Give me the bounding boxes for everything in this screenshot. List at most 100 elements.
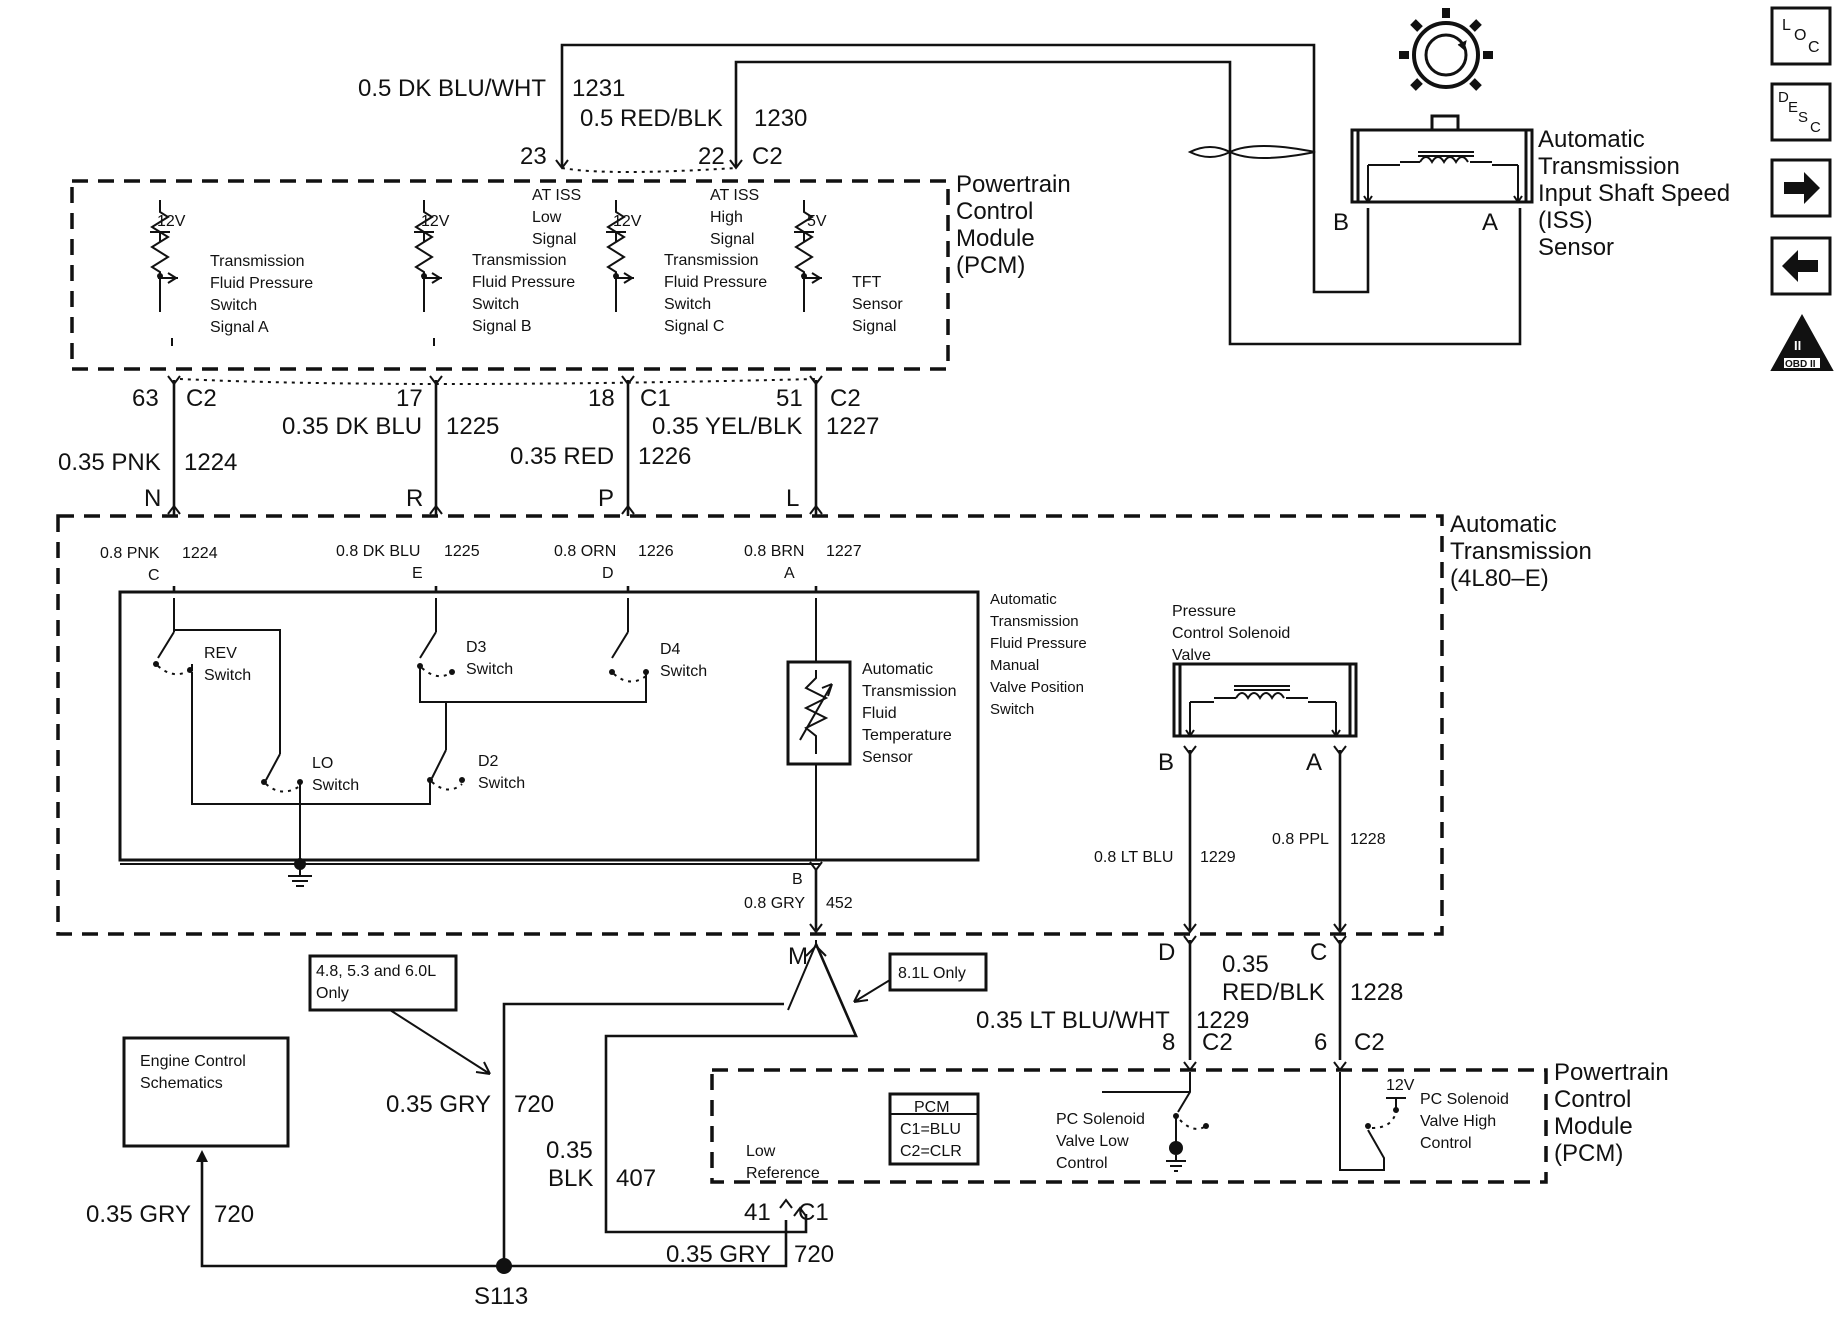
wire-1226-circuit: 1226 [638,443,691,470]
pcm-bottom-title-2: Control [1554,1086,1631,1113]
manual-valve-3: Fluid Pressure [990,635,1087,652]
wire-1231-circuit: 1231 [572,75,625,102]
next-button[interactable] [1770,158,1832,218]
trans-w2-circuit: 1225 [444,543,480,560]
loc-c: C [1808,39,1820,56]
wire-1229b-gauge: 0.35 LT BLU/WHT [976,1007,1170,1034]
pc-pin-b: B [1158,749,1174,776]
iss-sensor[interactable]: B A Automatic Transmission Input Shaft S… [1333,8,1730,261]
v5-tft: 5V [807,213,827,230]
tft-sensor-3: Fluid [862,705,897,722]
v12-a: 12V [157,213,186,230]
iss-high-label-2: High [710,209,743,226]
d3-switch-2: Switch [466,661,513,678]
d2-switch-1: D2 [478,753,499,770]
trans-title-1: Automatic [1450,511,1557,538]
left-arrow-icon [1782,250,1818,282]
d3-switch-1: D3 [466,639,487,656]
pc-high-2: Valve High [1420,1113,1496,1130]
tfp-a-4: Signal A [210,319,269,336]
wire-1228b-gauge2: RED/BLK [1222,979,1325,1006]
engine-control-schematics-box[interactable] [122,1036,290,1148]
trans-w3-circuit: 1226 [638,543,674,560]
conn-c1-41: C1 [798,1199,829,1226]
pin-p: P [598,485,614,512]
wire-1229b-circuit: 1229 [1196,1007,1249,1034]
iss-high-label-3: Signal [710,231,754,248]
pcm-top-title-2: Control [956,198,1033,225]
manual-valve-1: Automatic [990,591,1057,608]
pin-51: 51 [776,385,803,412]
pc-high-1: PC Solenoid [1420,1091,1509,1108]
rev-switch-2: Switch [204,667,251,684]
wire-720a-circuit: 720 [514,1091,554,1118]
iss-wiring [555,43,1522,346]
bottom-wiring [196,940,858,1274]
tft-signal-1: TFT [852,274,882,291]
tfp-c-1: Transmission [664,252,759,269]
pc-solenoid-icon [1172,662,1358,738]
iss-high-label-1: AT ISS [710,187,759,204]
tfp-c-2: Fluid Pressure [664,274,767,291]
lo-switch-1: LO [312,755,333,772]
tfp-b-1: Transmission [472,252,567,269]
pcm-bottom-module[interactable]: Powertrain Control Module (PCM) Low Refe… [710,1059,1669,1184]
wire-1231-gauge: 0.5 DK BLU/WHT [358,75,546,102]
lo-switch-2: Switch [312,777,359,794]
wire-1228-circuit: 1228 [1350,831,1386,848]
prev-button[interactable] [1770,236,1832,296]
conn-c2-63: C2 [186,385,217,412]
low-ref-2: Reference [746,1165,820,1182]
ecs-1: Engine Control [140,1053,246,1070]
tfp-b-2: Fluid Pressure [472,274,575,291]
v12-c: 12V [613,213,642,230]
wire-720b-gauge: 0.35 GRY [86,1201,191,1228]
pcm-top-title-1: Powertrain [956,171,1071,198]
pcm-top-module[interactable]: Powertrain Control Module (PCM) AT ISS L… [70,171,1071,371]
trans-w452-pin: B [792,871,803,888]
tfp-b-4: Signal B [472,318,532,335]
desc-e: E [1788,99,1798,116]
pin-18: 18 [588,385,615,412]
mid-wires [167,375,823,516]
pin-63: 63 [132,385,159,412]
trans-w1-gauge: 0.8 PNK [100,545,160,562]
legend-title: PCM [914,1099,950,1116]
pcm-top-title-3: Module [956,225,1035,252]
tft-sensor-1: Automatic [862,661,933,678]
legend-c2: C2=CLR [900,1143,962,1160]
note-81-text: 8.1L Only [898,965,966,982]
pc-low-1: PC Solenoid [1056,1111,1145,1128]
iss-low-label-2: Low [532,209,562,226]
pc-low-2: Valve Low [1056,1133,1129,1150]
transmission-module[interactable]: Automatic Transmission (4L80–E) 0.8 PNK … [56,511,1592,936]
loc-l: L [1782,17,1791,34]
loc-o: O [1794,27,1806,44]
manual-valve-2: Transmission [990,613,1079,630]
manual-valve-5: Valve Position [990,679,1084,696]
wire-452-gauge: 0.8 GRY [744,895,805,912]
desc-c: C [1810,119,1821,136]
resistor-tft [794,200,822,312]
wire-1228b-circuit: 1228 [1350,979,1403,1006]
pin-23: 23 [520,143,547,170]
iss-title-1: Automatic [1538,126,1645,153]
tfp-a-2: Fluid Pressure [210,275,313,292]
wire-1224-circuit: 1224 [184,449,237,476]
d4-switch-2: Switch [660,663,707,680]
trans-w1-pin: C [148,567,160,584]
obd-ii-button[interactable]: II OBD II [1770,313,1834,371]
pin-22: 22 [698,143,725,170]
conn-c1-18: C1 [640,385,671,412]
loc-button[interactable]: L O C [1770,6,1832,66]
wire-407-circuit: 407 [616,1165,656,1192]
trans-w1-circuit: 1224 [182,545,218,562]
d4-switch-1: D4 [660,641,681,658]
pin-17: 17 [396,385,423,412]
desc-s: S [1798,109,1808,126]
pin-d: D [1158,939,1175,966]
desc-button[interactable]: D E S C [1770,82,1832,142]
pc-low-3: Control [1056,1155,1108,1172]
iss-title-4: (ISS) [1538,207,1593,234]
pin-c: C [1310,939,1327,966]
